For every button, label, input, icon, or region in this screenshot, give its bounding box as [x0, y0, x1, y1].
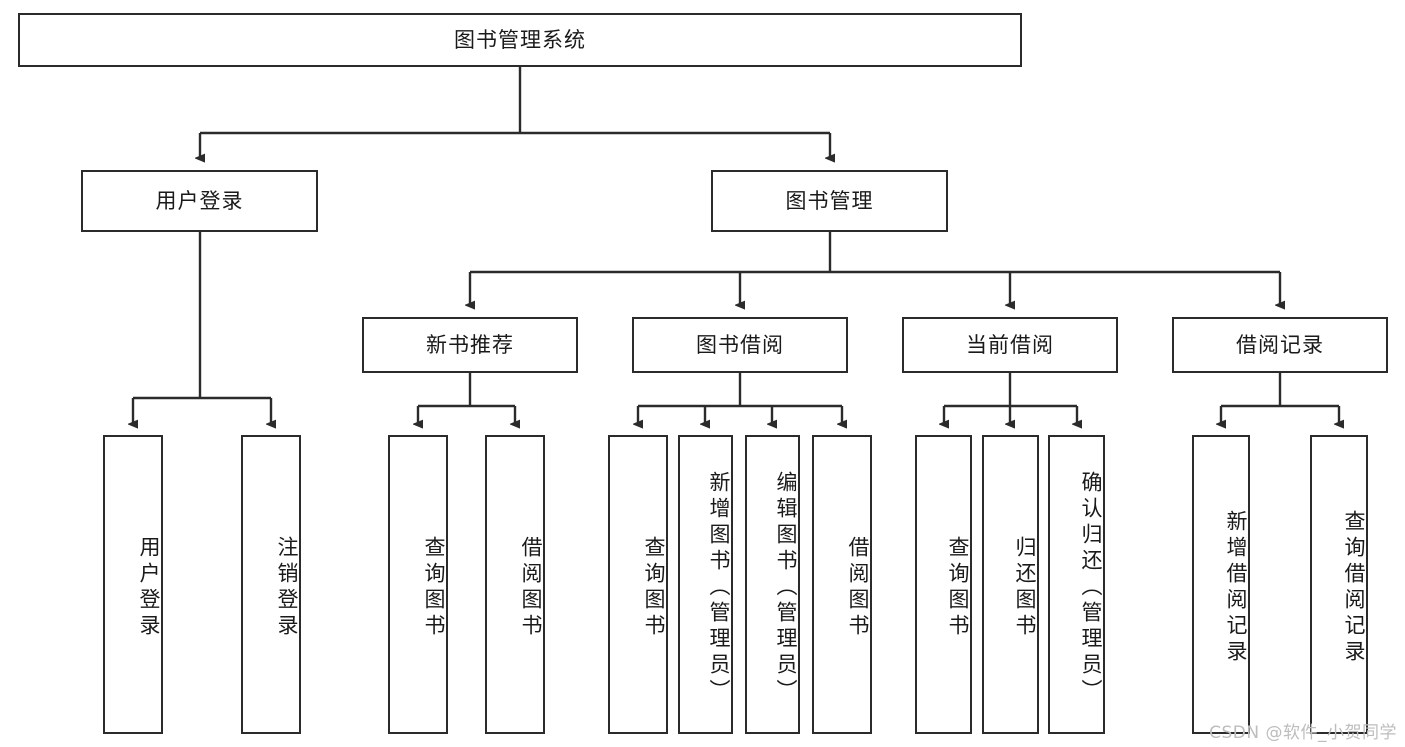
node-label: 新增借阅记录	[1224, 509, 1248, 666]
node-label: 借阅记录	[1236, 332, 1324, 357]
leaf-book-borrow-add-book-admin[interactable]: 新增图书（管理员）	[678, 435, 733, 734]
node-label: 查询借阅记录	[1342, 509, 1366, 666]
node-label: 借阅图书	[519, 535, 543, 640]
node-user-login[interactable]: 用户登录	[81, 170, 318, 232]
leaf-book-borrow-edit-book-admin[interactable]: 编辑图书（管理员）	[745, 435, 800, 734]
node-label: 图书借阅	[696, 332, 784, 357]
node-label: 注销登录	[275, 535, 299, 640]
leaf-borrow-record-add-record[interactable]: 新增借阅记录	[1192, 435, 1250, 734]
leaf-borrow-record-query-record[interactable]: 查询借阅记录	[1310, 435, 1368, 734]
node-label: 用户登录	[137, 535, 161, 640]
node-label: 新书推荐	[426, 332, 514, 357]
leaf-new-book-query-book[interactable]: 查询图书	[388, 435, 448, 734]
node-new-book-recommend[interactable]: 新书推荐	[362, 317, 578, 373]
leaf-current-borrow-return-book[interactable]: 归还图书	[982, 435, 1039, 734]
node-label: 图书管理系统	[454, 27, 586, 52]
node-root-book-management-system[interactable]: 图书管理系统	[18, 13, 1022, 67]
node-label: 借阅图书	[846, 535, 870, 640]
leaf-book-borrow-borrow-book[interactable]: 借阅图书	[812, 435, 872, 734]
node-current-borrow[interactable]: 当前借阅	[902, 317, 1118, 373]
node-label: 编辑图书（管理员）	[774, 470, 798, 705]
node-borrow-record[interactable]: 借阅记录	[1172, 317, 1388, 373]
leaf-new-book-borrow-book[interactable]: 借阅图书	[485, 435, 545, 734]
leaf-current-borrow-confirm-return-admin[interactable]: 确认归还（管理员）	[1048, 435, 1105, 734]
leaf-user-login-login[interactable]: 用户登录	[103, 435, 163, 734]
node-label: 归还图书	[1013, 535, 1037, 640]
leaf-user-login-logout[interactable]: 注销登录	[241, 435, 301, 734]
watermark: CSDN @软件_小贺同学	[1209, 723, 1397, 743]
node-label: 用户登录	[155, 188, 244, 213]
node-label: 当前借阅	[966, 332, 1054, 357]
node-label: 图书管理	[785, 188, 874, 213]
leaf-current-borrow-query-book[interactable]: 查询图书	[915, 435, 972, 734]
node-book-management[interactable]: 图书管理	[711, 170, 948, 232]
node-label: 新增图书（管理员）	[707, 470, 731, 705]
leaf-book-borrow-query-book[interactable]: 查询图书	[608, 435, 668, 734]
node-label: 查询图书	[422, 535, 446, 640]
node-label: 查询图书	[946, 535, 970, 640]
node-label: 查询图书	[642, 535, 666, 640]
node-book-borrow[interactable]: 图书借阅	[632, 317, 848, 373]
node-label: 确认归还（管理员）	[1079, 470, 1103, 705]
